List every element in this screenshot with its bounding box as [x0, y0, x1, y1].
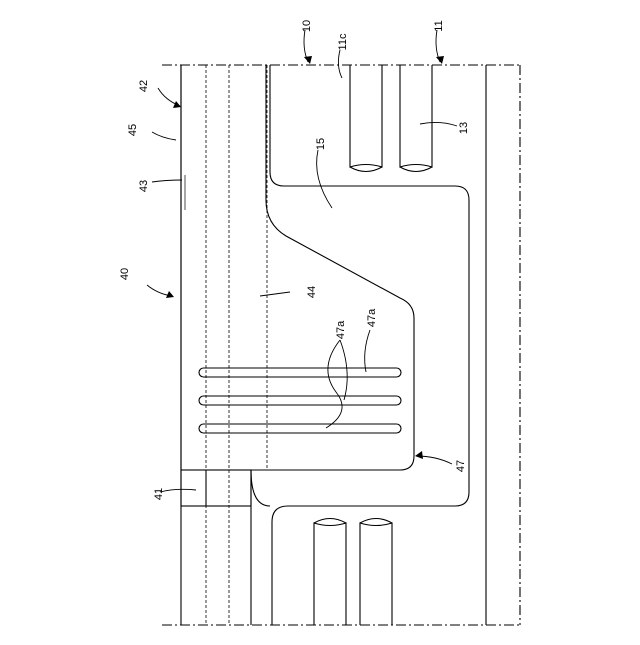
label-45: 45 — [127, 124, 139, 136]
label-13: 13 — [458, 122, 470, 134]
label-42: 42 — [138, 80, 150, 92]
outer-boundary — [162, 65, 520, 625]
label-11: 11 — [433, 20, 445, 31]
channels-lower — [314, 519, 392, 626]
label-44: 44 — [306, 286, 318, 298]
arrowheads — [166, 56, 444, 459]
label-11c: 11c — [337, 33, 349, 50]
label-41: 41 — [153, 488, 165, 500]
label-47a-1: 47a — [335, 320, 347, 339]
leader-lines — [147, 30, 457, 492]
box-41 — [181, 470, 251, 506]
label-10: 10 — [301, 20, 313, 32]
label-47a-2: 47a — [366, 308, 378, 327]
reference-labels: 10 11c 11 13 15 42 45 43 40 44 47a 47a 4… — [119, 20, 470, 500]
region-15-upper — [270, 65, 469, 625]
label-43: 43 — [138, 180, 150, 192]
region-47-outline — [181, 65, 414, 506]
label-47: 47 — [455, 460, 467, 472]
channels-13-upper — [350, 65, 432, 172]
label-40: 40 — [119, 268, 131, 280]
label-15: 15 — [315, 138, 327, 150]
